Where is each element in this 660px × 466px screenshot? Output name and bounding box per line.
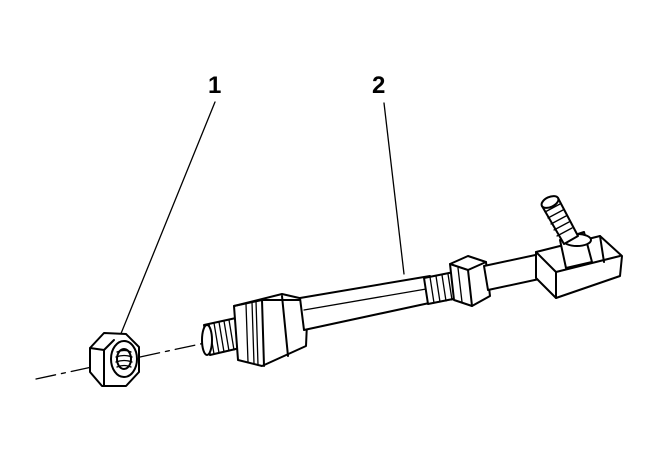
rod-threads	[423, 271, 459, 305]
tie-rod-end	[535, 235, 623, 299]
leader-line-1	[119, 101, 216, 337]
callout-1-label: 1	[208, 72, 222, 99]
ball-stud	[540, 195, 593, 269]
callout-2-label: 2	[372, 72, 386, 99]
leader-line-2	[383, 102, 405, 275]
hex-nut	[89, 332, 140, 387]
centerline	[35, 342, 206, 380]
adjuster-sleeve	[233, 293, 309, 367]
rod	[299, 275, 435, 331]
jam-nut	[449, 255, 491, 307]
threaded-stud	[201, 317, 241, 356]
